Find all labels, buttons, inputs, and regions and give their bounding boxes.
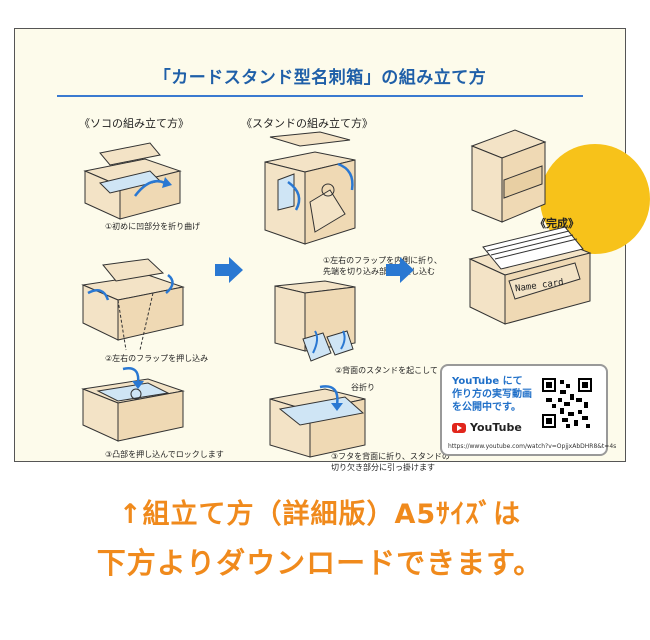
youtube-text: YouTube にて 作り方の実写動画 を公開中です。 — [452, 376, 532, 413]
fold-note: 谷折り — [351, 383, 375, 392]
complete-label: 《完成》 — [535, 217, 579, 230]
left-step1-caption: ①初めに凹部分を折り曲げ — [105, 222, 201, 231]
page-title: 「カードスタンド型名刺箱」の組み立て方 — [153, 68, 487, 88]
bottom-line-2: 下方よりダウンロードできます。 — [96, 546, 544, 580]
completed-stand-illustration — [470, 129, 547, 223]
youtube-url[interactable]: https://www.youtube.com/watch?v=OpjjxAbD… — [448, 443, 617, 450]
arrow-right-icon — [386, 257, 414, 283]
title-rule — [57, 95, 583, 97]
left-step2-illustration — [81, 258, 185, 351]
youtube-logo: YouTube — [452, 421, 522, 434]
middle-step3-illustration — [269, 385, 366, 458]
qr-code-icon[interactable] — [542, 378, 592, 428]
youtube-play-icon — [452, 422, 466, 433]
left-step2-caption: ②左右のフラップを押し込み — [105, 354, 209, 363]
youtube-box[interactable]: YouTube にて 作り方の実写動画 を公開中です。 YouTube http… — [440, 364, 616, 456]
middle-step1-caption: ①左右のフラップを内側に折り、 先端を切り込み部分に差し込む — [323, 256, 442, 276]
middle-step2-illustration — [274, 280, 356, 362]
middle-step1-illustration — [264, 131, 356, 245]
youtube-brand: YouTube — [470, 421, 522, 434]
middle-step2-caption: ②背面のスタンドを起こして — [335, 366, 438, 375]
middle-step3-caption: ③フタを背面に折り、スタンドの 切り欠き部分に引っ掛けます — [331, 452, 450, 472]
section-middle-title: 《スタンドの組み立て方》 — [241, 117, 373, 130]
left-step1-illustration — [83, 142, 182, 220]
bottom-line-1: ↑組立て方（詳細版）A5ｻｲｽﾞは — [118, 499, 522, 530]
section-left-title: 《ソコの組み立て方》 — [79, 117, 189, 130]
arrow-right-icon — [215, 257, 243, 283]
left-step3-illustration — [81, 367, 185, 442]
left-step3-caption: ③凸部を押し込んでロックします — [105, 450, 224, 459]
instruction-card: 「カードスタンド型名刺箱」の組み立て方 《ソコの組み立て方》 《スタンドの組み立… — [14, 28, 650, 472]
completed-box-illustration — [468, 226, 592, 325]
